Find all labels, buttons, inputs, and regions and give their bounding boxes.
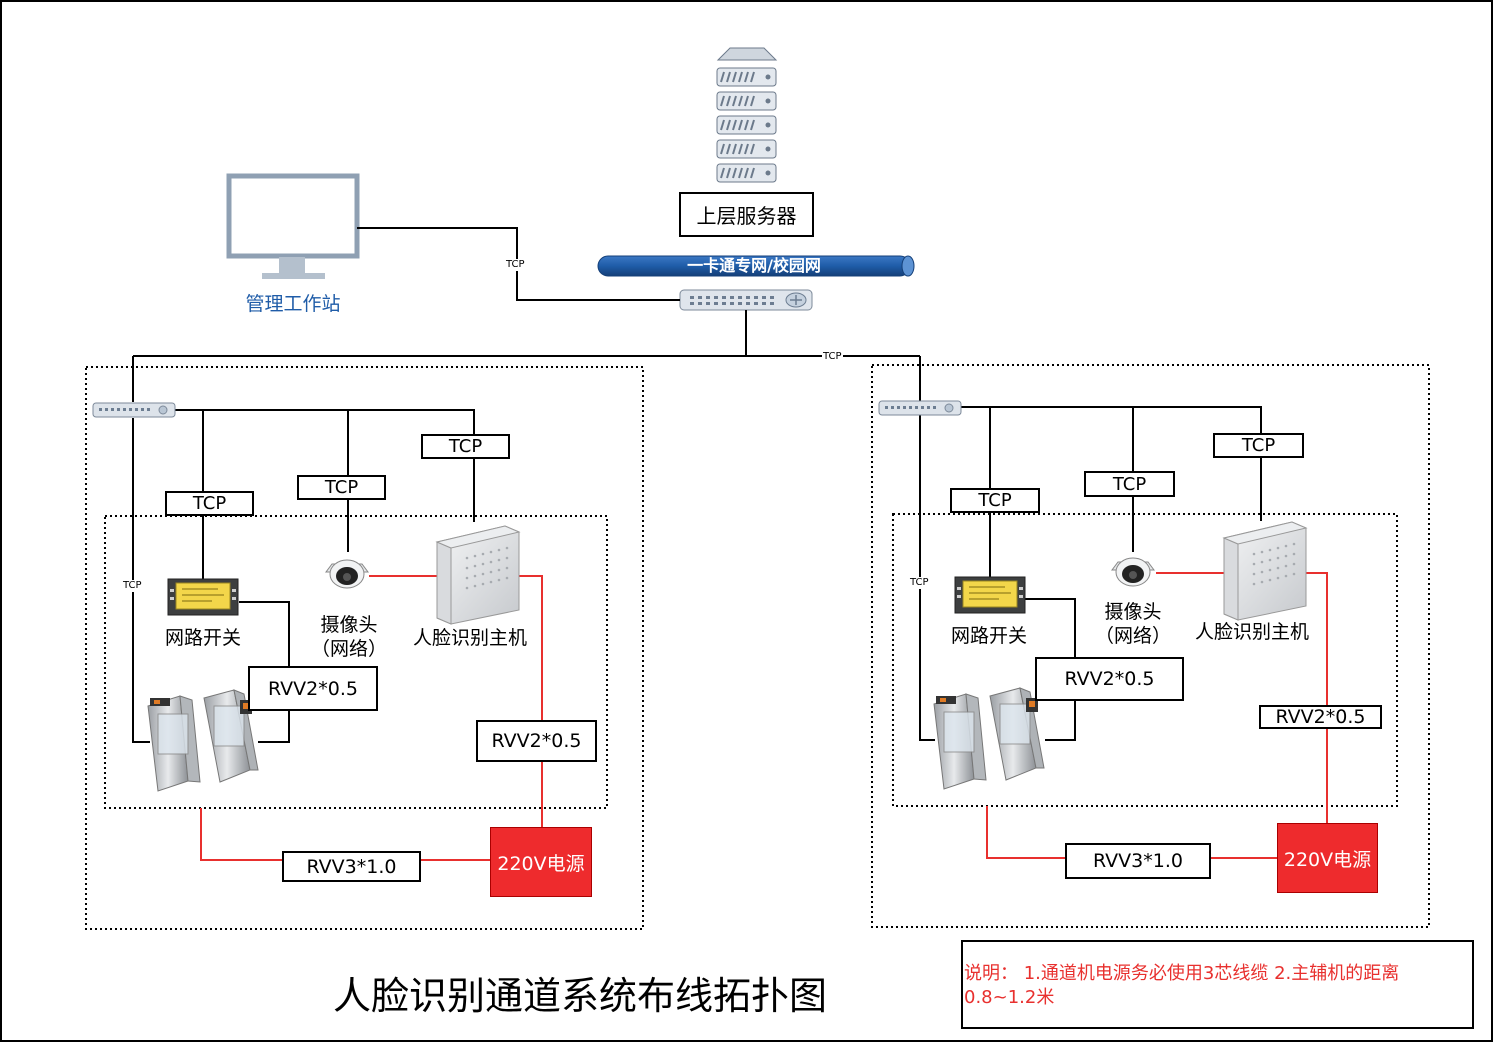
- left-cable-host-label: RVV2*0.5: [476, 720, 597, 762]
- tcp-workstation-label: TCP: [505, 259, 526, 271]
- right-cable-power-label: RVV3*1.0: [1065, 843, 1211, 879]
- right-power-supply: 220V电源: [1277, 823, 1378, 893]
- server-label: 上层服务器: [679, 192, 814, 237]
- right-access-switch-icon: [878, 400, 962, 416]
- network-label: 一卡通专网/校园网: [687, 256, 821, 275]
- right-tcp-camera: TCP: [1084, 471, 1175, 497]
- left-face-host-icon: [436, 525, 520, 625]
- right-cable-host-label: RVV2*0.5: [1259, 705, 1382, 729]
- core-switch-icon: [679, 289, 813, 311]
- right-tcp-switch: TCP: [950, 488, 1040, 513]
- left-tcp-host: TCP: [421, 434, 510, 459]
- left-camera-label-1: 摄像头: [320, 614, 378, 636]
- left-zone-graphics: [85, 366, 644, 930]
- right-camera-label-1: 摄像头: [1104, 601, 1162, 623]
- right-network-switch-label: 网路开关: [950, 625, 1027, 647]
- right-tcp-gate-label: TCP: [909, 577, 930, 589]
- right-cable-switch-label: RVV2*0.5: [1035, 657, 1184, 701]
- right-face-host-label: 人脸识别主机: [1194, 621, 1309, 643]
- note-frame: [961, 940, 1474, 1029]
- left-network-switch-icon: [167, 578, 239, 616]
- left-tcp-switch: TCP: [165, 491, 254, 516]
- page-title: 人脸识别通道系统布线拓扑图: [332, 974, 827, 1018]
- left-camera-label-2: （网络）: [310, 638, 387, 660]
- left-access-switch-icon: [92, 402, 176, 418]
- left-cable-power-label: RVV3*1.0: [282, 851, 421, 882]
- left-power-supply: 220V电源: [490, 827, 592, 897]
- right-gate-icon: [933, 687, 1045, 790]
- network-pipe-icon: [597, 255, 915, 277]
- left-cable-switch-label: RVV2*0.5: [248, 666, 378, 711]
- right-camera-icon: [1111, 557, 1155, 587]
- server-stack-icon: [716, 47, 778, 183]
- left-tcp-camera: TCP: [297, 475, 386, 500]
- left-gate-icon: [147, 689, 259, 792]
- right-camera-label-2: （网络）: [1094, 625, 1171, 647]
- left-tcp-gate-label: TCP: [122, 580, 143, 592]
- right-face-host-icon: [1223, 521, 1307, 621]
- tcp-backbone-label: TCP: [822, 351, 843, 363]
- left-network-switch-label: 网路开关: [164, 627, 241, 649]
- left-face-host-label: 人脸识别主机: [412, 627, 527, 649]
- monitor-icon: [226, 173, 360, 279]
- left-camera-icon: [325, 559, 369, 589]
- right-network-switch-icon: [954, 576, 1026, 614]
- workstation-label: 管理工作站: [245, 293, 341, 315]
- note-text: 说明： 1.通道机电源务必使用3芯线缆 2.主辅机的距离0.8~1.2米: [964, 963, 1400, 1008]
- right-tcp-host: TCP: [1213, 433, 1304, 458]
